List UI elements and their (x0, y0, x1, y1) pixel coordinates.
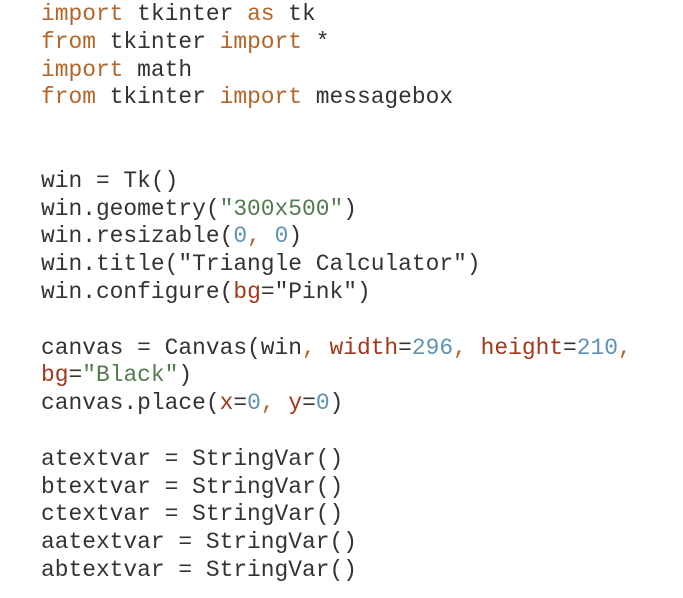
parameter-token: bg (233, 278, 261, 305)
keyword-token: as (247, 1, 275, 27)
code-line: canvas = Canvas(win, width=296, height=2… (41, 335, 683, 363)
code-token: tkinter (95, 28, 220, 55)
code-token: ) (343, 195, 357, 222)
code-token: = (233, 390, 248, 417)
code-line: import tkinter as tk (41, 1, 683, 29)
code-line: abtextvar = StringVar() (41, 557, 683, 585)
code-token: win.title( (41, 251, 179, 278)
code-token: ctextvar = StringVar() (41, 501, 344, 528)
code-token: ) (329, 390, 344, 417)
code-line: from tkinter import messagebox (41, 84, 683, 112)
keyword-token: , (247, 223, 275, 250)
code-token: = (302, 390, 316, 417)
code-token: messagebox (302, 84, 454, 111)
keyword-token: import (41, 56, 124, 83)
code-token: canvas = Canvas(win (41, 334, 302, 361)
keyword-token: import (219, 84, 303, 111)
number-token: 0 (233, 223, 248, 250)
code-token: "Triangle Calculator" (178, 251, 467, 278)
code-line: atextvar = StringVar() (41, 446, 683, 474)
keyword-token: from (41, 84, 96, 111)
code-token: ) (356, 278, 371, 305)
code-line: from tkinter import * (41, 29, 683, 57)
code-token: abtextvar = StringVar() (41, 556, 357, 583)
string-token: "Black" (82, 362, 179, 389)
code-token: atextvar = StringVar() (41, 445, 344, 472)
code-line: win = Tk() (41, 168, 683, 196)
code-token: canvas.place( (41, 390, 220, 417)
code-line: bg="Black") (41, 362, 683, 390)
keyword-token: import (41, 1, 124, 27)
code-token: btextvar = StringVar() (41, 473, 344, 500)
code-line: win.resizable(0, 0) (41, 223, 683, 251)
keyword-token: , (302, 334, 330, 361)
code-line: win.geometry("300x500") (41, 196, 683, 224)
keyword-token: import (219, 28, 303, 55)
code-token: ) (288, 223, 303, 250)
code-token: ) (178, 362, 193, 389)
parameter-token: bg (41, 362, 69, 389)
code-line: win.title("Triangle Calculator") (41, 251, 683, 279)
code-line: import math (41, 57, 683, 85)
code-token: tkinter (123, 1, 248, 27)
parameter-token: height (480, 334, 564, 361)
number-token: 210 (576, 334, 619, 361)
code-token: win.geometry( (41, 195, 220, 222)
code-line: aatextvar = StringVar() (41, 529, 683, 557)
number-token: 0 (315, 390, 330, 417)
code-token: ) (466, 251, 481, 278)
code-token: = (260, 278, 275, 305)
keyword-token: from (41, 28, 96, 55)
code-line (41, 418, 683, 446)
code-token: * (302, 28, 330, 55)
code-token: tk (274, 1, 316, 27)
number-token: 0 (247, 390, 261, 417)
keyword-token: , (618, 334, 632, 361)
code-line (41, 140, 683, 168)
code-line: canvas.place(x=0, y=0) (41, 390, 683, 418)
keyword-token: , (453, 334, 481, 361)
number-token: 296 (411, 334, 454, 361)
parameter-token: width (329, 334, 399, 361)
code-token: aatextvar = StringVar() (41, 529, 357, 556)
code-token: math (123, 56, 193, 83)
code-token: win.resizable( (41, 223, 234, 250)
number-token: 0 (274, 223, 289, 250)
code-line: ctextvar = StringVar() (41, 501, 683, 529)
string-token: "300x500" (219, 195, 344, 222)
parameter-token: y (288, 390, 303, 417)
parameter-token: x (219, 390, 234, 417)
code-token: = (68, 362, 83, 389)
code-line: btextvar = StringVar() (41, 474, 683, 502)
code-line (41, 307, 683, 335)
code-token: = (563, 334, 577, 361)
code-token: win = Tk() (41, 167, 179, 194)
code-token: win.configure( (41, 278, 234, 305)
code-token: "Pink" (274, 278, 357, 305)
code-token: = (398, 334, 412, 361)
code-line: win.configure(bg="Pink") (41, 279, 683, 307)
keyword-token: , (260, 390, 289, 417)
code-line (41, 112, 683, 140)
code-token: tkinter (95, 84, 220, 111)
